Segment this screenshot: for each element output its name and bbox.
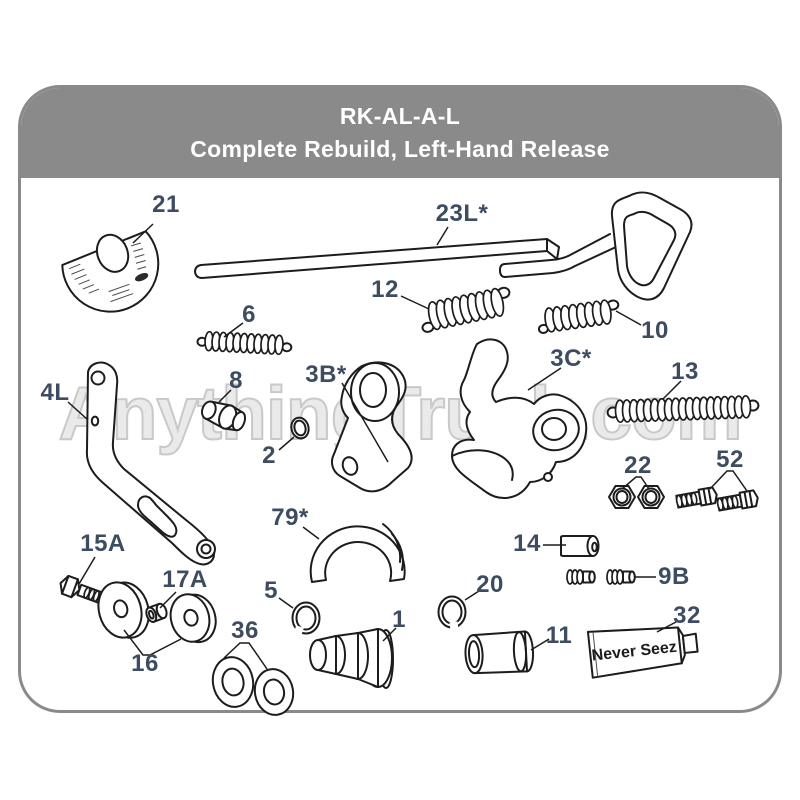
part-label-10: 10 [641, 317, 669, 344]
part-drawing-16 [97, 581, 217, 644]
part-drawing-3C [451, 338, 588, 499]
part-drawing-14 [560, 535, 600, 557]
part-drawing-32: Never Seez [586, 626, 699, 679]
part-drawing-10 [537, 298, 620, 334]
part-label-1: 1 [392, 606, 406, 633]
part-label-52: 52 [716, 446, 744, 473]
part-drawing-3B [331, 361, 413, 493]
part-label-14: 14 [513, 530, 541, 557]
part-drawing-20 [437, 595, 467, 633]
part-label-6: 6 [242, 301, 256, 328]
title-line-1: RK-AL-A-L [339, 103, 461, 129]
part-drawing-36 [211, 656, 295, 716]
part-label-9B: 9B [658, 563, 690, 590]
part-label-17A: 17A [162, 566, 208, 593]
part-drawing-5 [291, 601, 321, 638]
part-label-20: 20 [476, 571, 504, 598]
part-drawing-1 [309, 628, 394, 689]
part-label-3C: 3C* [550, 345, 592, 372]
part-drawing-21 [61, 230, 160, 313]
part-label-13: 13 [671, 358, 699, 385]
part-drawing-13 [606, 394, 760, 424]
part-drawing-17A [145, 602, 168, 623]
part-label-3B: 3B* [305, 361, 347, 388]
part-drawing-12 [421, 286, 511, 333]
part-label-22: 22 [624, 452, 652, 479]
title-line-2: Complete Rebuild, Left-Hand Release [190, 136, 610, 162]
part-label-36: 36 [231, 617, 259, 644]
part-label-5: 5 [264, 577, 278, 604]
leader-lines [67, 223, 748, 670]
part-label-2: 2 [262, 442, 276, 469]
part-label-79: 79* [271, 504, 309, 531]
part-drawing-79 [309, 523, 406, 583]
part-label-23L: 23L* [435, 200, 489, 227]
diagram-header: RK-AL-A-L Complete Rebuild, Left-Hand Re… [21, 88, 779, 178]
part-drawing-8 [201, 400, 247, 432]
part-drawing-2 [290, 416, 310, 440]
part-drawing-6 [196, 330, 293, 356]
part-label-8: 8 [229, 367, 243, 394]
part-drawing-23L [194, 191, 693, 301]
part-drawing-9B [566, 569, 636, 585]
part-label-12: 12 [371, 276, 399, 303]
part-label-21: 21 [152, 191, 180, 218]
part-label-11: 11 [545, 622, 573, 649]
part-label-16: 16 [131, 650, 159, 677]
part-label-32: 32 [673, 602, 701, 629]
part-drawing-11 [464, 630, 535, 675]
part-drawing-22 [608, 485, 665, 509]
part-drawing-4L [85, 361, 216, 566]
part-drawing-52 [675, 486, 759, 512]
part-label-4L: 4L [40, 379, 70, 406]
part-label-15A: 15A [80, 530, 126, 557]
